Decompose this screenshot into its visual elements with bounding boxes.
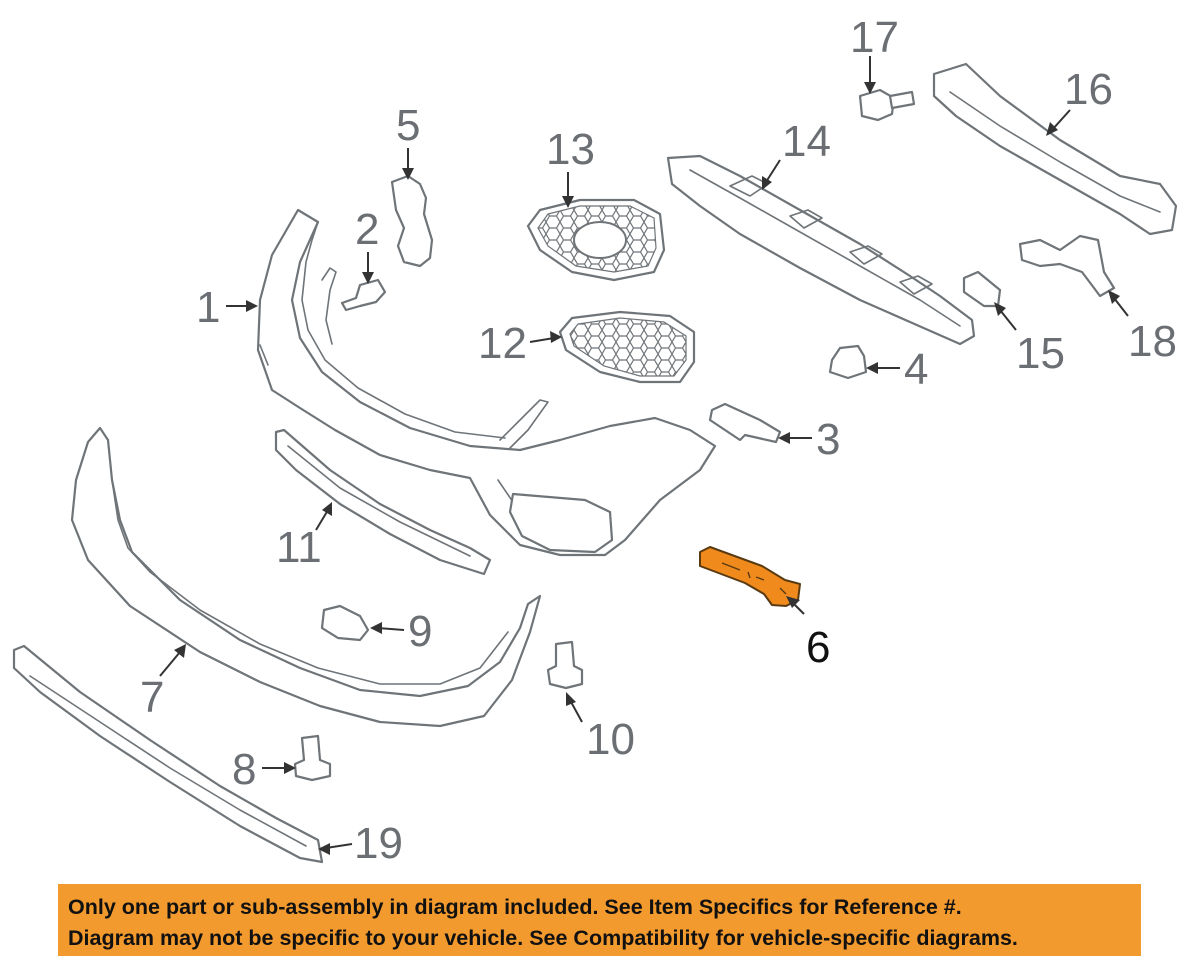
part-3-bracket [708,402,782,444]
part-2-clip [340,278,387,312]
callout-leaders [159,56,1129,855]
callout-18: 18 [1128,317,1177,366]
part-8-bolt [293,734,332,782]
part-10-bolt [546,640,584,690]
callout-16: 16 [1064,65,1113,114]
part-12-grille-insert [558,310,696,384]
part-19-lower-strip [12,644,324,864]
disclaimer-line-2: Diagram may not be specific to your vehi… [68,926,1018,950]
callout-13: 13 [546,125,595,174]
callout-12: 12 [478,319,527,368]
callout-labels: 1 2 3 4 5 6 7 8 9 10 11 12 13 14 15 16 1… [140,13,1177,868]
part-14-energy-absorber [666,154,976,346]
callout-5: 5 [396,101,420,150]
part-4-nut-clip [828,344,868,380]
callout-3: 3 [816,415,840,464]
callout-19: 19 [354,819,403,868]
callout-10: 10 [586,715,635,764]
part-11-lower-strip [274,428,492,576]
part-13-fog-bezel [526,198,666,282]
disclaimer-line-1: Only one part or sub-assembly in diagram… [68,895,962,919]
callout-4: 4 [904,345,928,394]
callout-8: 8 [232,745,256,794]
part-1-bumper-cover [256,208,717,557]
part-15-block [962,270,1002,308]
part-9-clip [320,604,370,642]
disclaimer-banner: Only one part or sub-assembly in diagram… [58,884,1141,956]
callout-9: 9 [408,607,432,656]
callout-7: 7 [140,673,164,722]
part-5-bracket [390,174,434,268]
callout-15: 15 [1016,329,1065,378]
callout-14: 14 [782,117,831,166]
part-7-lower-cover [70,426,542,728]
callout-2: 2 [355,205,379,254]
part-16-reinforcement-beam [932,62,1178,236]
callout-6: 6 [806,623,830,672]
callout-1: 1 [196,283,220,332]
part-18-bracket [1018,234,1116,298]
part-17-bolt [858,88,916,122]
callout-11: 11 [276,523,322,572]
part-6-highlighted-bracket [699,546,801,607]
callout-17: 17 [850,13,899,62]
